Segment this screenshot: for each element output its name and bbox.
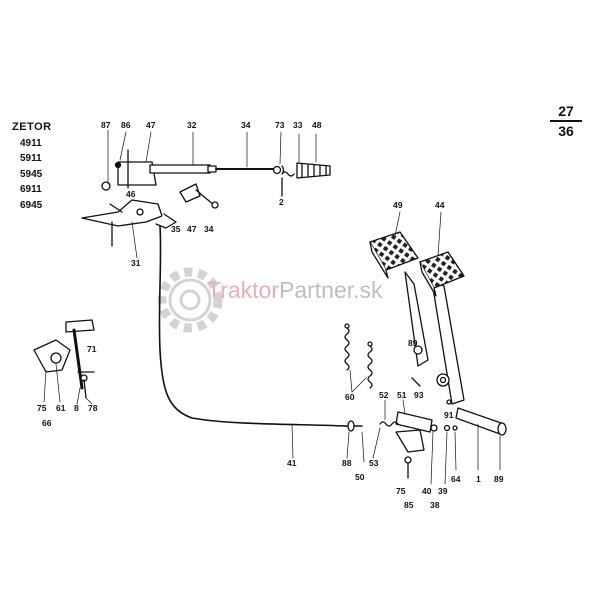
part-label-47a: 47 xyxy=(146,120,156,130)
watermark-text-part1: Traktor xyxy=(207,277,279,303)
left-pedal-assembly xyxy=(33,319,95,399)
part-label-61: 61 xyxy=(56,403,66,413)
part-label-40: 40 xyxy=(422,486,432,496)
model-5945: 5945 xyxy=(20,168,43,180)
part-label-46: 46 xyxy=(126,189,136,199)
part-label-34b: 34 xyxy=(204,224,214,234)
part-labels: 87 86 47 32 34 73 33 48 2 46 35 47 34 31… xyxy=(37,120,504,510)
part-label-85: 85 xyxy=(404,500,414,510)
part-label-48: 48 xyxy=(312,120,322,130)
part-label-49: 49 xyxy=(393,200,403,210)
part-label-34a: 34 xyxy=(241,120,251,130)
part-label-86: 86 xyxy=(121,120,131,130)
page-ref-top: 27 xyxy=(558,103,574,119)
part-label-8: 8 xyxy=(74,403,79,413)
hand-brake-cable-assembly xyxy=(101,149,331,209)
model-6911: 6911 xyxy=(20,184,42,196)
model-list: ZETOR 4911 5911 5945 6911 6945 xyxy=(12,120,52,214)
model-5911: 5911 xyxy=(20,153,42,165)
part-label-41: 41 xyxy=(287,458,297,468)
leader-lines xyxy=(43,129,501,485)
page-reference: 27 36 xyxy=(548,103,584,139)
page-ref-bottom: 36 xyxy=(558,123,574,139)
part-label-71: 71 xyxy=(87,344,97,354)
page-ref-divider xyxy=(550,120,582,122)
part-label-47b: 47 xyxy=(187,224,197,234)
part-label-89a: 89 xyxy=(408,338,418,348)
part-label-78: 78 xyxy=(88,403,98,413)
part-label-87: 87 xyxy=(101,120,111,130)
part-label-89b: 89 xyxy=(494,474,504,484)
part-label-44: 44 xyxy=(435,200,445,210)
part-label-32: 32 xyxy=(187,120,197,130)
watermark-gear-icon xyxy=(157,267,223,333)
part-label-39: 39 xyxy=(438,486,448,496)
part-label-2: 2 xyxy=(279,197,284,207)
part-label-64: 64 xyxy=(451,474,461,484)
part-label-88: 88 xyxy=(342,458,352,468)
part-label-1: 1 xyxy=(476,474,481,484)
brake-pedals xyxy=(369,231,465,405)
model-4911: 4911 xyxy=(20,137,42,149)
part-label-75a: 75 xyxy=(37,403,47,413)
return-springs xyxy=(344,323,373,389)
part-label-53: 53 xyxy=(369,458,379,468)
part-label-31: 31 xyxy=(131,258,141,268)
part-label-35: 35 xyxy=(171,224,181,234)
brand-label: ZETOR xyxy=(12,121,52,133)
part-label-60: 60 xyxy=(345,392,355,402)
part-label-52: 52 xyxy=(379,390,389,400)
part-label-51: 51 xyxy=(397,390,407,400)
watermark-text-part3: .sk xyxy=(353,277,383,303)
part-label-91: 91 xyxy=(444,410,454,420)
part-label-50: 50 xyxy=(355,472,365,482)
pedal-shaft xyxy=(347,399,507,479)
part-label-38: 38 xyxy=(430,500,440,510)
model-6945: 6945 xyxy=(20,199,43,211)
part-label-66: 66 xyxy=(42,418,52,428)
watermark-text: TraktorPartner.sk xyxy=(207,277,383,303)
watermark-text-part2: Partner xyxy=(279,277,355,303)
part-label-73: 73 xyxy=(275,120,285,130)
mounting-bracket xyxy=(81,199,177,247)
part-label-75b: 75 xyxy=(396,486,406,496)
watermark: TraktorPartner.sk xyxy=(157,267,383,333)
part-label-33: 33 xyxy=(293,120,303,130)
part-label-93: 93 xyxy=(414,390,424,400)
brake-cable-41 xyxy=(158,225,346,427)
